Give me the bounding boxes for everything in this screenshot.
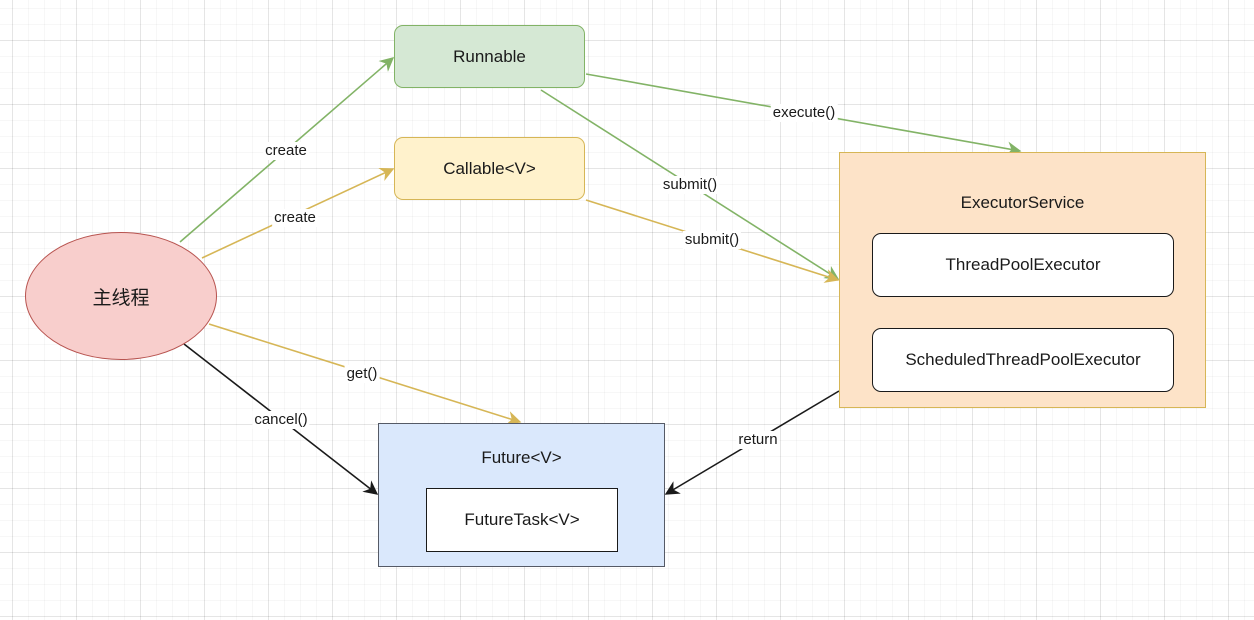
thread-pool-executor-label: ThreadPoolExecutor [945,255,1101,274]
future-task-label: FutureTask<V> [464,510,580,529]
runnable-node[interactable]: Runnable [394,25,585,88]
thread-pool-executor-node[interactable]: ThreadPoolExecutor [872,233,1174,297]
edge-label-cancel: cancel() [252,411,310,429]
executor-service-label: ExecutorService [960,193,1085,212]
edge-label-create-callable: create [272,209,318,227]
future-node[interactable]: Future<V> FutureTask<V> [378,423,665,567]
callable-label: Callable<V> [443,158,536,178]
edge-label-submit-callable: submit() [682,231,742,249]
future-task-node[interactable]: FutureTask<V> [426,488,618,552]
scheduled-thread-pool-executor-label: ScheduledThreadPoolExecutor [905,350,1141,369]
main-thread-label: 主线程 [92,287,150,309]
edge-label-get: get() [344,365,380,383]
executor-service-node[interactable]: ExecutorService ThreadPoolExecutor Sched… [839,152,1206,408]
scheduled-thread-pool-executor-node[interactable]: ScheduledThreadPoolExecutor [872,328,1174,392]
edge-label-submit-runnable: submit() [660,176,720,194]
future-label: Future<V> [481,448,562,467]
edge-label-execute: execute() [770,104,838,122]
runnable-label: Runnable [453,46,526,66]
main-thread-node[interactable]: 主线程 [25,232,217,360]
callable-node[interactable]: Callable<V> [394,137,585,200]
edge-label-return: return [736,431,780,449]
edge-label-create-runnable: create [263,142,309,160]
